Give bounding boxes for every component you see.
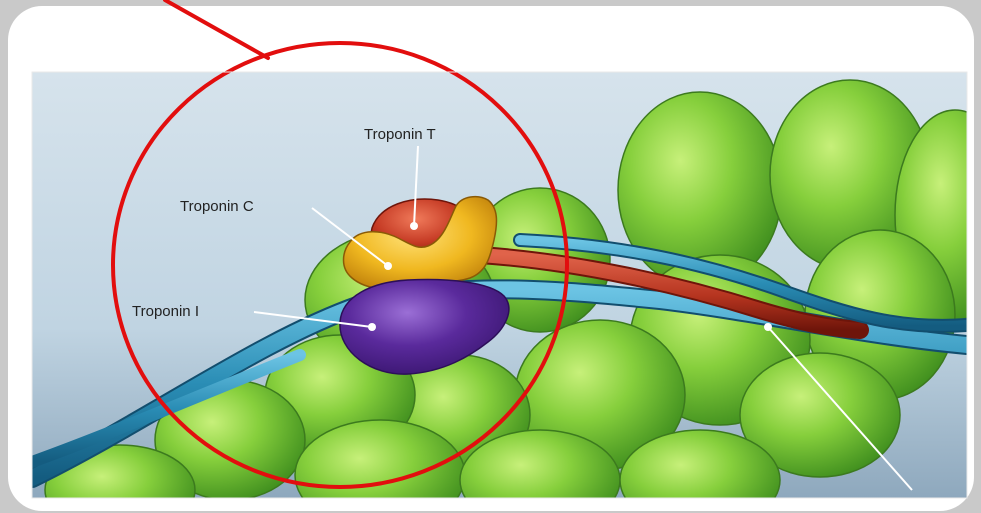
illustration-panel	[32, 72, 981, 513]
pointer-dot	[368, 323, 376, 331]
pointer-dot	[410, 222, 418, 230]
pointer-dot	[384, 262, 392, 270]
pointer-dot	[764, 323, 772, 331]
label-troponin-t: Troponin T	[364, 126, 436, 143]
label-troponin-i: Troponin I	[132, 303, 199, 320]
label-troponin-c: Troponin C	[180, 198, 254, 215]
